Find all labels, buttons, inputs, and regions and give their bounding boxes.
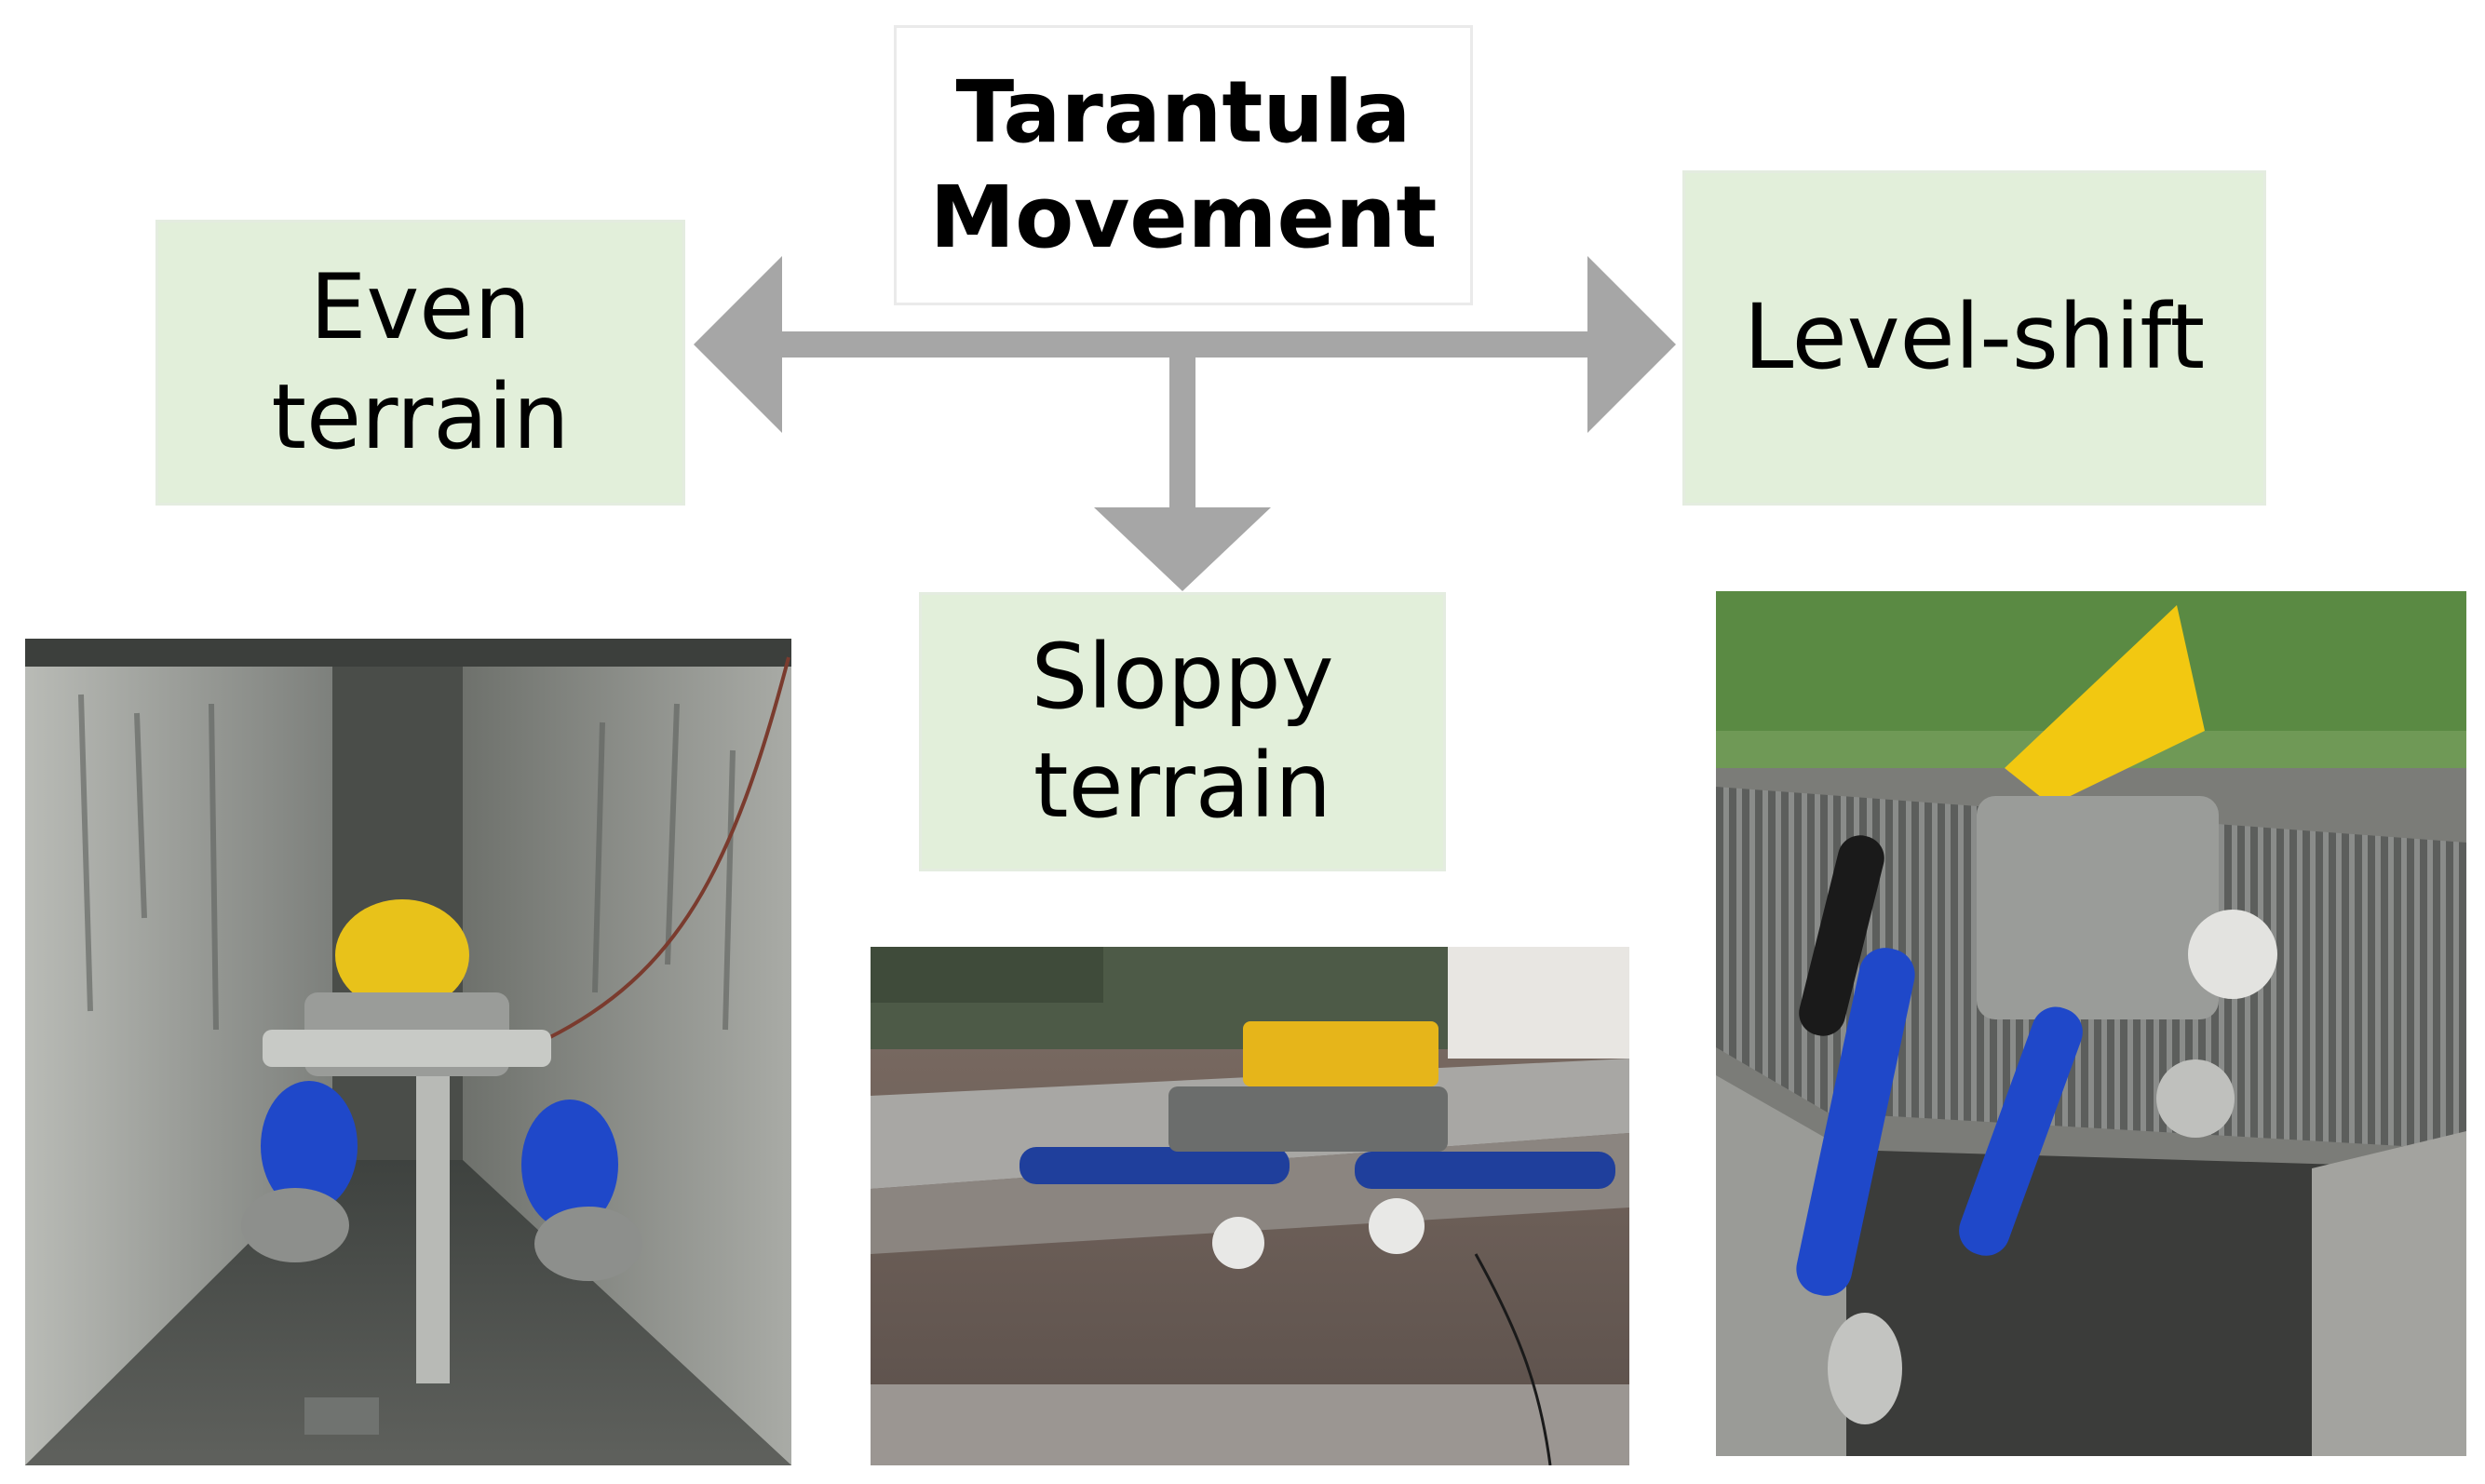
title-line-1: Tarantula [955,62,1411,163]
even-terrain-line-2: terrain [271,364,570,469]
horizontal-arrow-shaft [780,331,1595,358]
level-shift-label: Level-shift [1743,285,2206,390]
sloppy-terrain-photo [871,947,1629,1465]
even-terrain-line-1: Even [309,255,532,360]
left-arrowhead [694,256,782,433]
sloppy-terrain-line-1: Sloppy [1031,624,1334,729]
level-shift-photo [1716,591,2466,1456]
title-box: Tarantula Movement [892,23,1475,307]
title-line-2: Movement [929,167,1438,267]
even-terrain-photo [25,639,791,1465]
level-shift-box: Level-shift [1681,169,2268,507]
sloppy-terrain-line-2: terrain [1033,734,1332,838]
down-arrowhead [1094,507,1271,591]
even-terrain-box: Even terrain [154,218,687,507]
right-arrowhead [1587,256,1676,433]
sloppy-terrain-box: Sloppy terrain [917,590,1448,873]
vertical-arrow-shaft [1169,354,1195,510]
